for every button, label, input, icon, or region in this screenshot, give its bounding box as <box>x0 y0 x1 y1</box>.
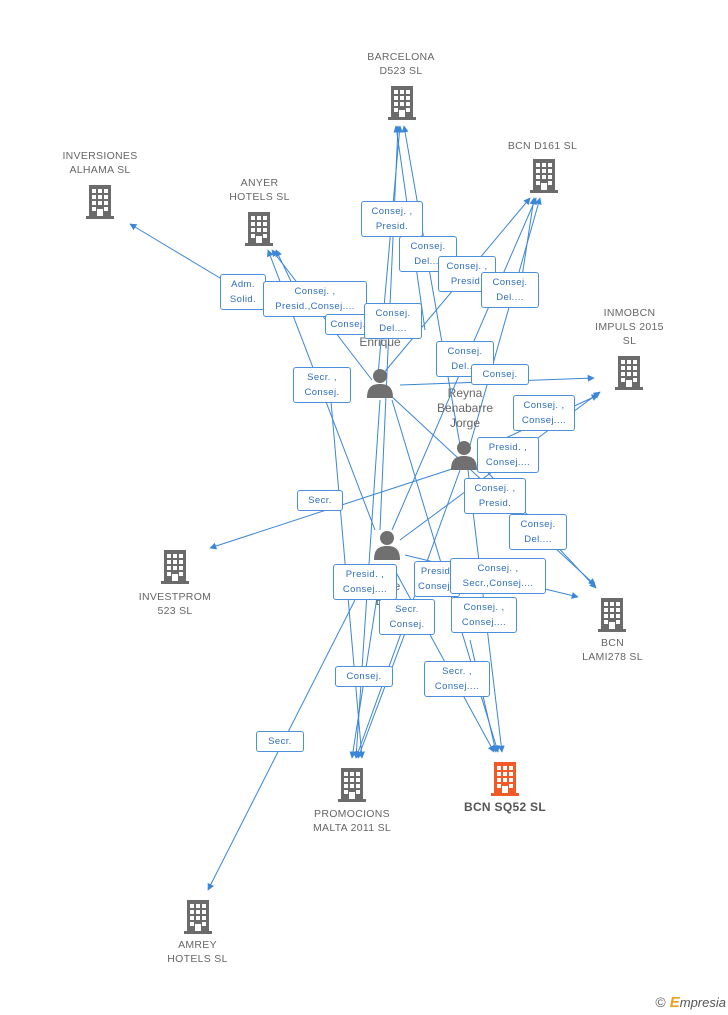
person-label: Reyna Benabarre Jorge <box>436 386 494 430</box>
edge-line <box>469 197 542 446</box>
person-icon <box>374 531 400 560</box>
company-investprom-523[interactable]: INVESTPROM 523 SL <box>125 548 225 620</box>
edge-label[interactable]: Consej. Del.... <box>481 272 539 308</box>
company-amrey-hotels[interactable]: AMREY HOTELS SL <box>155 898 240 970</box>
brand-initial: E <box>669 994 680 1011</box>
company-label: BCN D161 SL <box>507 140 578 152</box>
edge-label[interactable]: Secr. , Consej. <box>293 367 351 403</box>
edge-label[interactable]: Secr. <box>297 490 343 511</box>
company-label: INMOBCN IMPULS 2015 SL <box>595 307 664 347</box>
edge-label[interactable]: Secr. , Consej.... <box>424 661 490 697</box>
edge-label[interactable]: Consej. <box>471 364 529 385</box>
company-label: BCN LAMI278 SL <box>582 637 643 663</box>
company-label: AMREY HOTELS SL <box>167 939 228 965</box>
company-label: INVERSIONES ALHAMA SL <box>62 150 138 176</box>
building-icon <box>161 550 189 584</box>
company-label: PROMOCIONS MALTA 2011 SL <box>312 808 392 834</box>
company-bcn-sq52-main[interactable]: BCN SQ52 SL <box>450 760 560 820</box>
edge-label[interactable]: Consej. Del.... <box>364 303 422 339</box>
building-icon <box>388 86 416 120</box>
company-barcelona-d523[interactable]: BARCELONA D523 SL <box>355 50 447 130</box>
building-icon <box>245 212 273 246</box>
company-label: BARCELONA D523 SL <box>367 51 435 77</box>
copyright-symbol: © <box>655 994 666 1010</box>
brand-name: mpresia <box>679 995 726 1010</box>
edge-label[interactable]: Consej. <box>335 666 393 687</box>
person-reyna-benabarre-jorge[interactable]: Reyna Benabarre Jorge <box>425 386 505 471</box>
edge-label[interactable]: Consej. , Presid. <box>438 256 496 292</box>
edge-label[interactable]: Secr. Consej. <box>379 599 435 635</box>
edge-label[interactable]: Consej. , Presid.,Consej.... <box>263 281 367 317</box>
building-icon <box>598 598 626 632</box>
building-icon <box>491 762 519 796</box>
edge-label[interactable]: Presid. , Consej.... <box>333 564 397 600</box>
edge-label[interactable]: Consej. , Presid. <box>464 478 526 514</box>
building-icon <box>86 185 114 219</box>
company-inversiones-alhama[interactable]: INVERSIONES ALHAMA SL <box>50 149 150 229</box>
edge-label[interactable]: Consej. , Consej.... <box>451 597 517 633</box>
edge-line <box>391 564 495 753</box>
person-icon <box>367 369 393 398</box>
company-promocions-malta[interactable]: PROMOCIONS MALTA 2011 SL <box>298 766 406 838</box>
edge-label[interactable]: Consej. , Secr.,Consej.... <box>450 558 546 594</box>
company-inmobcn-impuls[interactable]: INMOBCN IMPULS 2015 SL <box>582 306 677 396</box>
company-anyer-hotels[interactable]: ANYER HOTELS SL <box>212 176 307 256</box>
person-icon <box>451 441 477 470</box>
edge-label[interactable]: Consej. , Presid. <box>361 201 423 237</box>
company-bcn-lami278[interactable]: BCN LAMI278 SL <box>565 596 660 668</box>
edge-line <box>401 125 461 446</box>
empresia-watermark: ©Empresia <box>655 994 726 1011</box>
edge-label[interactable]: Secr. <box>256 731 304 752</box>
building-icon <box>338 768 366 802</box>
building-icon <box>615 356 643 390</box>
edge-label[interactable]: Adm. Solid. <box>220 274 266 310</box>
edge-label[interactable]: Presid. , Consej.... <box>477 437 539 473</box>
company-label: BCN SQ52 SL <box>464 800 546 814</box>
edge-line <box>356 619 411 759</box>
edge-label[interactable]: Consej. Del.... <box>509 514 567 550</box>
company-bcn-d161[interactable]: BCN D161 SL <box>495 139 590 219</box>
edge-label[interactable]: Consej. Del.... <box>436 341 494 377</box>
building-icon <box>184 900 212 934</box>
company-label: ANYER HOTELS SL <box>229 177 290 203</box>
building-icon <box>530 159 558 193</box>
edge-label[interactable]: Consej. , Consej.... <box>513 395 575 431</box>
company-label: INVESTPROM 523 SL <box>138 591 212 617</box>
